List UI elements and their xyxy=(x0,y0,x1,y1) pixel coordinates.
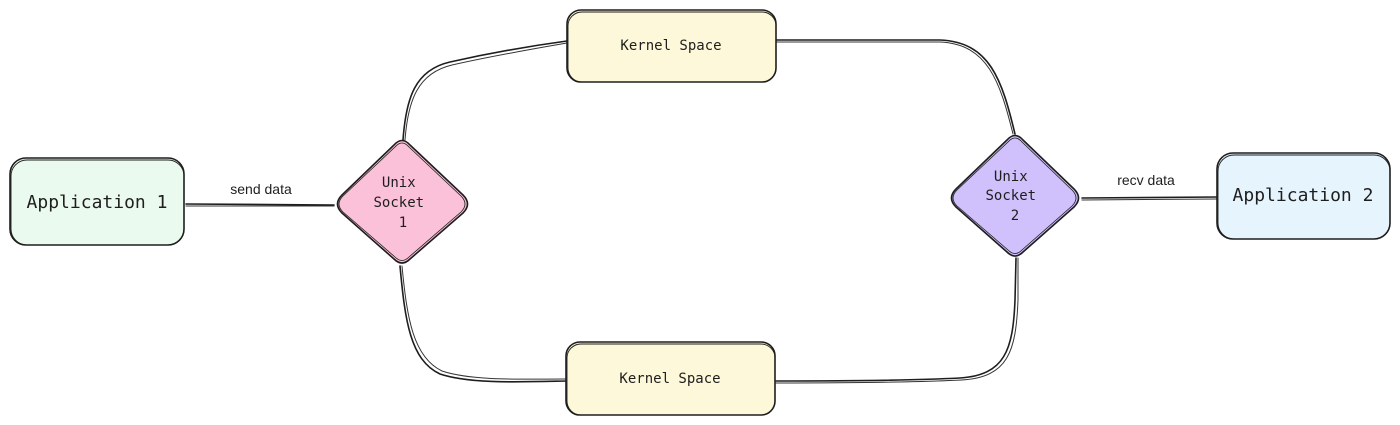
application-1-label: Application 1 xyxy=(27,192,168,213)
connector-kernel-bottom-socket2 xyxy=(775,257,1019,384)
application-1-node[interactable]: Application 1 xyxy=(9,157,185,246)
unix-socket-2-line-3: 2 xyxy=(1011,208,1019,224)
unix-socket-2-node[interactable]: Unix Socket 2 xyxy=(950,134,1080,257)
send-data-label: send data xyxy=(230,181,292,197)
kernel-space-top-label: Kernel Space xyxy=(620,38,721,54)
unix-socket-2-label: Unix Socket 2 xyxy=(985,169,1044,224)
kernel-space-top-node[interactable]: Kernel Space xyxy=(566,9,777,83)
unix-socket-1-line-3: 1 xyxy=(399,215,407,231)
connector-socket1-kernel-top xyxy=(402,40,568,141)
recv-data-label: recv data xyxy=(1117,172,1175,188)
kernel-space-bottom-node[interactable]: Kernel Space xyxy=(565,341,776,416)
unix-socket-2-line-1: Unix xyxy=(994,169,1028,185)
kernel-space-bottom-label: Kernel Space xyxy=(619,371,720,387)
unix-socket-2-line-2: Socket xyxy=(985,188,1036,204)
connector-app1-socket1 xyxy=(185,203,335,207)
connector-kernel-top-socket2 xyxy=(775,39,1016,135)
connector-socket2-app2 xyxy=(1081,196,1218,201)
application-2-label: Application 2 xyxy=(1233,185,1374,206)
unix-socket-1-line-1: Unix xyxy=(382,175,416,191)
connector-socket1-kernel-bottom xyxy=(399,265,567,383)
unix-socket-1-label: Unix Socket 1 xyxy=(373,175,432,231)
unix-socket-1-line-2: Socket xyxy=(373,195,424,211)
application-2-node[interactable]: Application 2 xyxy=(1216,152,1391,240)
unix-socket-1-node[interactable]: Unix Socket 1 xyxy=(336,139,469,264)
